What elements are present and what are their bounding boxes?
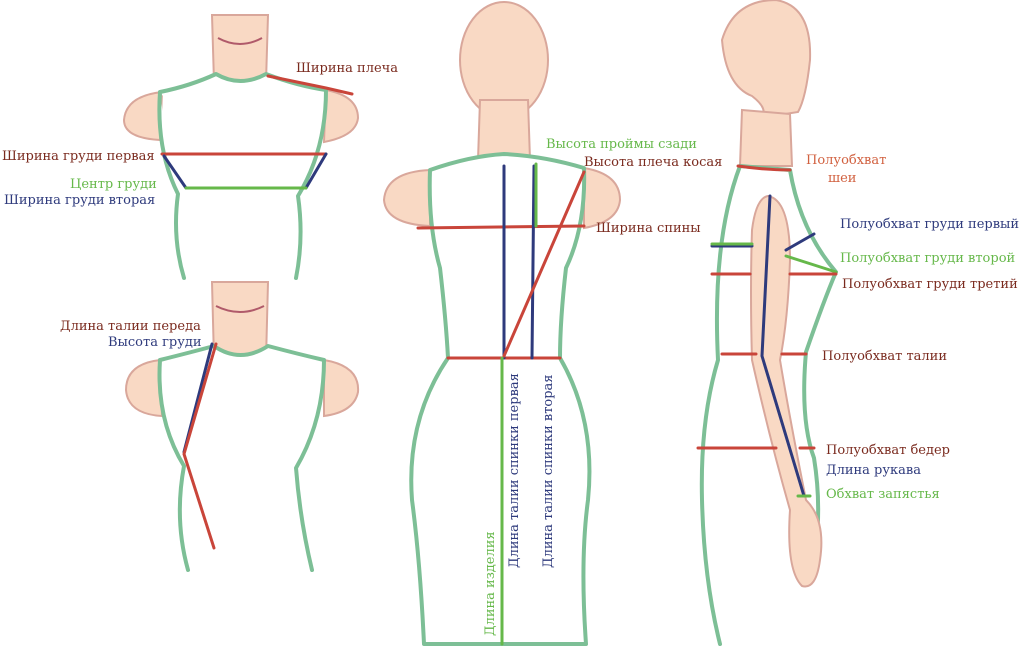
left-shoulder-back: [382, 168, 431, 228]
label-back-waist-length-second: Длина талии спинки вторая: [541, 374, 556, 568]
neckline-arc: [217, 37, 263, 45]
left-shoulder-skin: [122, 90, 164, 142]
label-sleeve-length: Длина рукава: [826, 463, 921, 478]
label-neck-half-girth-1: Полуобхват: [806, 153, 886, 168]
chest-half-girth-first-line: [710, 232, 816, 252]
chest-half-girth-second-line: [710, 242, 838, 274]
label-bust-height: Высота груди: [108, 335, 202, 350]
neck-side: [738, 108, 794, 167]
oblique-shoulder-height-line: [502, 170, 586, 358]
label-wrist-girth: Обхват запястья: [826, 487, 940, 502]
neck-back: [476, 99, 532, 161]
sleeve-length-line: [760, 194, 806, 498]
label-back-waist-length-first: Длина талии спинки первая: [507, 373, 522, 568]
back-dress-form: [382, 1, 622, 646]
label-waist-half-girth: Полуобхват талии: [822, 349, 947, 364]
label-neck-half-girth-2: шеи: [828, 171, 856, 186]
label-front-waist-length: Длина талии переда: [60, 319, 201, 334]
back-waist-length-second-line: [530, 164, 536, 360]
arm-side: [750, 194, 823, 588]
label-back-armhole-height: Высота проймы сзади: [546, 137, 697, 152]
front-torso-outline: [157, 72, 328, 280]
label-hip-half-girth: Полуобхват бедер: [826, 443, 950, 458]
neck-skin: [210, 14, 270, 83]
label-chest-half-girth-first: Полуобхват груди первый: [840, 217, 1019, 232]
label-chest-width-second: Ширина груди вторая: [4, 193, 155, 208]
label-oblique-shoulder-height: Высота плеча косая: [584, 155, 722, 170]
label-garment-length: Длина изделия: [483, 531, 498, 636]
head-side: [720, 0, 812, 120]
front-torso-figure: [122, 14, 360, 280]
side-dress-form: [696, 0, 838, 646]
label-chest-half-girth-second: Полуобхват груди второй: [840, 251, 1015, 266]
label-back-width: Ширина спины: [596, 221, 701, 236]
right-shoulder-skin: [322, 88, 360, 144]
neck-half-girth-line: [736, 164, 792, 172]
label-chest-half-girth-third: Полуобхват груди третий: [842, 277, 1018, 292]
shoulder-width-line: [266, 74, 354, 96]
label-bust-center: Центр груди: [70, 177, 157, 192]
back-width-line: [416, 224, 586, 230]
front-torso-figure-2: [124, 281, 360, 572]
front-waist-length-line: [182, 342, 218, 550]
right-shoulder-back: [583, 166, 622, 230]
right-shoulder-skin-2: [323, 358, 360, 418]
label-chest-width-first: Ширина груди первая: [2, 149, 155, 164]
label-shoulder-width: Ширина плеча: [296, 61, 398, 76]
left-shoulder-skin-2: [124, 358, 164, 418]
back-form-outline: [409, 152, 592, 646]
neckline-arc-2: [215, 305, 265, 313]
